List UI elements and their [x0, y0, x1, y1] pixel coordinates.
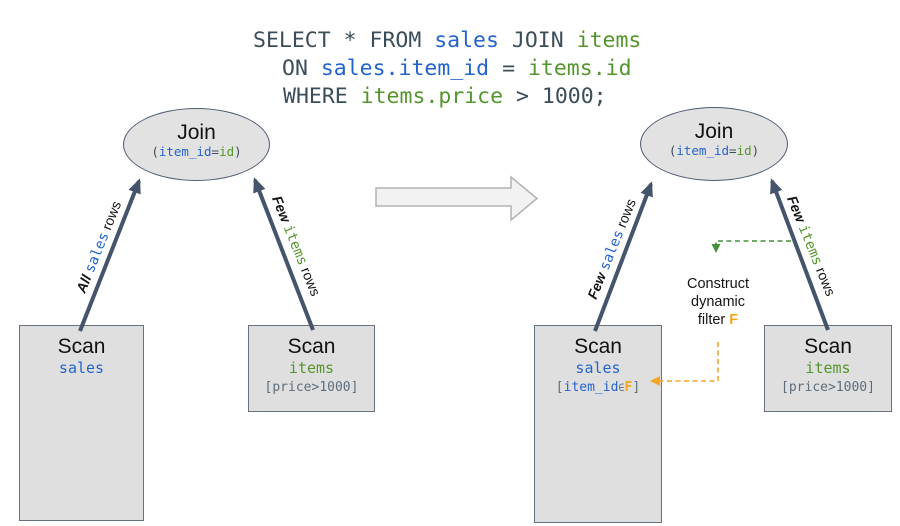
- edge-label-few-items-rows: Few items rows: [269, 193, 324, 299]
- note-line-2: dynamic: [691, 294, 745, 310]
- scan-table-name: items: [288, 359, 335, 377]
- right-join-node: Join (item_id=id): [640, 107, 788, 181]
- edge-label-few-items-rows: Few items rows: [784, 193, 839, 299]
- join-title: Join: [177, 121, 216, 144]
- transform-arrow: [375, 175, 539, 222]
- scan-filter: [price>1000]: [781, 380, 875, 395]
- scan-table-name: items: [805, 359, 851, 377]
- left-scan-sales-node: Scan sales: [19, 325, 144, 521]
- scan-filter: [price>1000]: [264, 380, 359, 395]
- construct-dynamic-filter-note: Construct dynamic filter F: [687, 275, 749, 329]
- sql-line-3: WHERE items.price > 1000;: [283, 84, 607, 109]
- sql-line-1: SELECT * FROM sales JOIN items: [253, 28, 642, 53]
- construct-filter-dashed-arrow: [711, 240, 791, 253]
- scan-title: Scan: [804, 335, 852, 358]
- scan-table-name: sales: [575, 359, 621, 377]
- edge-label-all-sales-rows: All sales rows: [72, 198, 125, 295]
- right-scan-sales-node: Scan sales [item_id∈F]: [534, 325, 662, 523]
- join-title: Join: [694, 120, 734, 143]
- left-join-node: Join (item_id=id): [123, 108, 270, 181]
- sql-line-2: ON sales.item_id = items.id: [282, 56, 632, 81]
- note-line-1: Construct: [686, 276, 750, 292]
- note-line-3: filter F: [697, 312, 739, 328]
- left-scan-items-node: Scan items [price>1000]: [248, 325, 375, 412]
- right-scan-items-node: Scan items [price>1000]: [764, 325, 892, 412]
- scan-title: Scan: [287, 335, 336, 358]
- scan-title: Scan: [57, 335, 106, 358]
- join-condition: (item_id=id): [668, 143, 760, 158]
- scan-dynamic-filter: [item_id∈F]: [555, 380, 641, 395]
- edge-label-few-sales-rows: Few sales rows: [584, 196, 639, 302]
- join-condition: (item_id=id): [151, 144, 242, 159]
- scan-title: Scan: [574, 335, 622, 358]
- scan-table-name: sales: [58, 359, 105, 377]
